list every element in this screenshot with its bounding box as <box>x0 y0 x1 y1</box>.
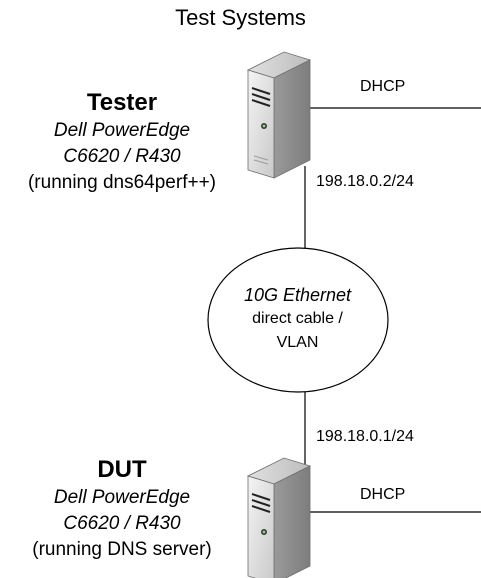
dut-info: DUT Dell PowerEdge C6620 / R430 (running… <box>0 455 244 563</box>
dut-ip-label: 198.18.0.1/24 <box>316 428 414 445</box>
link-medium-label: direct cable / <box>252 310 343 327</box>
dut-server-icon <box>246 457 312 578</box>
tester-info: Tester Dell PowerEdge C6620 / R430 (runn… <box>0 88 244 196</box>
network-link-label: 10G Ethernet direct cable / VLAN <box>210 283 385 355</box>
dut-model-line1: Dell PowerEdge <box>53 487 191 508</box>
tester-ip-label: 198.18.0.2/24 <box>316 173 414 190</box>
tester-name: Tester <box>86 89 158 116</box>
link-vlan-label: VLAN <box>276 334 319 351</box>
tester-model-line1: Dell PowerEdge <box>53 120 191 141</box>
tester-note: (running dns64perf++) <box>27 172 216 193</box>
dut-model-line2: C6620 / R430 <box>63 513 181 534</box>
network-ellipse <box>207 247 389 393</box>
diagram-title: Test Systems <box>175 5 306 30</box>
dut-name: DUT <box>97 456 147 483</box>
dut-dhcp-label: DHCP <box>360 486 406 503</box>
tester-model-line2: C6620 / R430 <box>63 146 181 167</box>
dut-note: (running DNS server) <box>32 539 212 560</box>
link-type-label: 10G Ethernet <box>243 285 352 305</box>
tester-dhcp-label: DHCP <box>360 78 406 95</box>
tester-server-icon <box>246 51 312 179</box>
